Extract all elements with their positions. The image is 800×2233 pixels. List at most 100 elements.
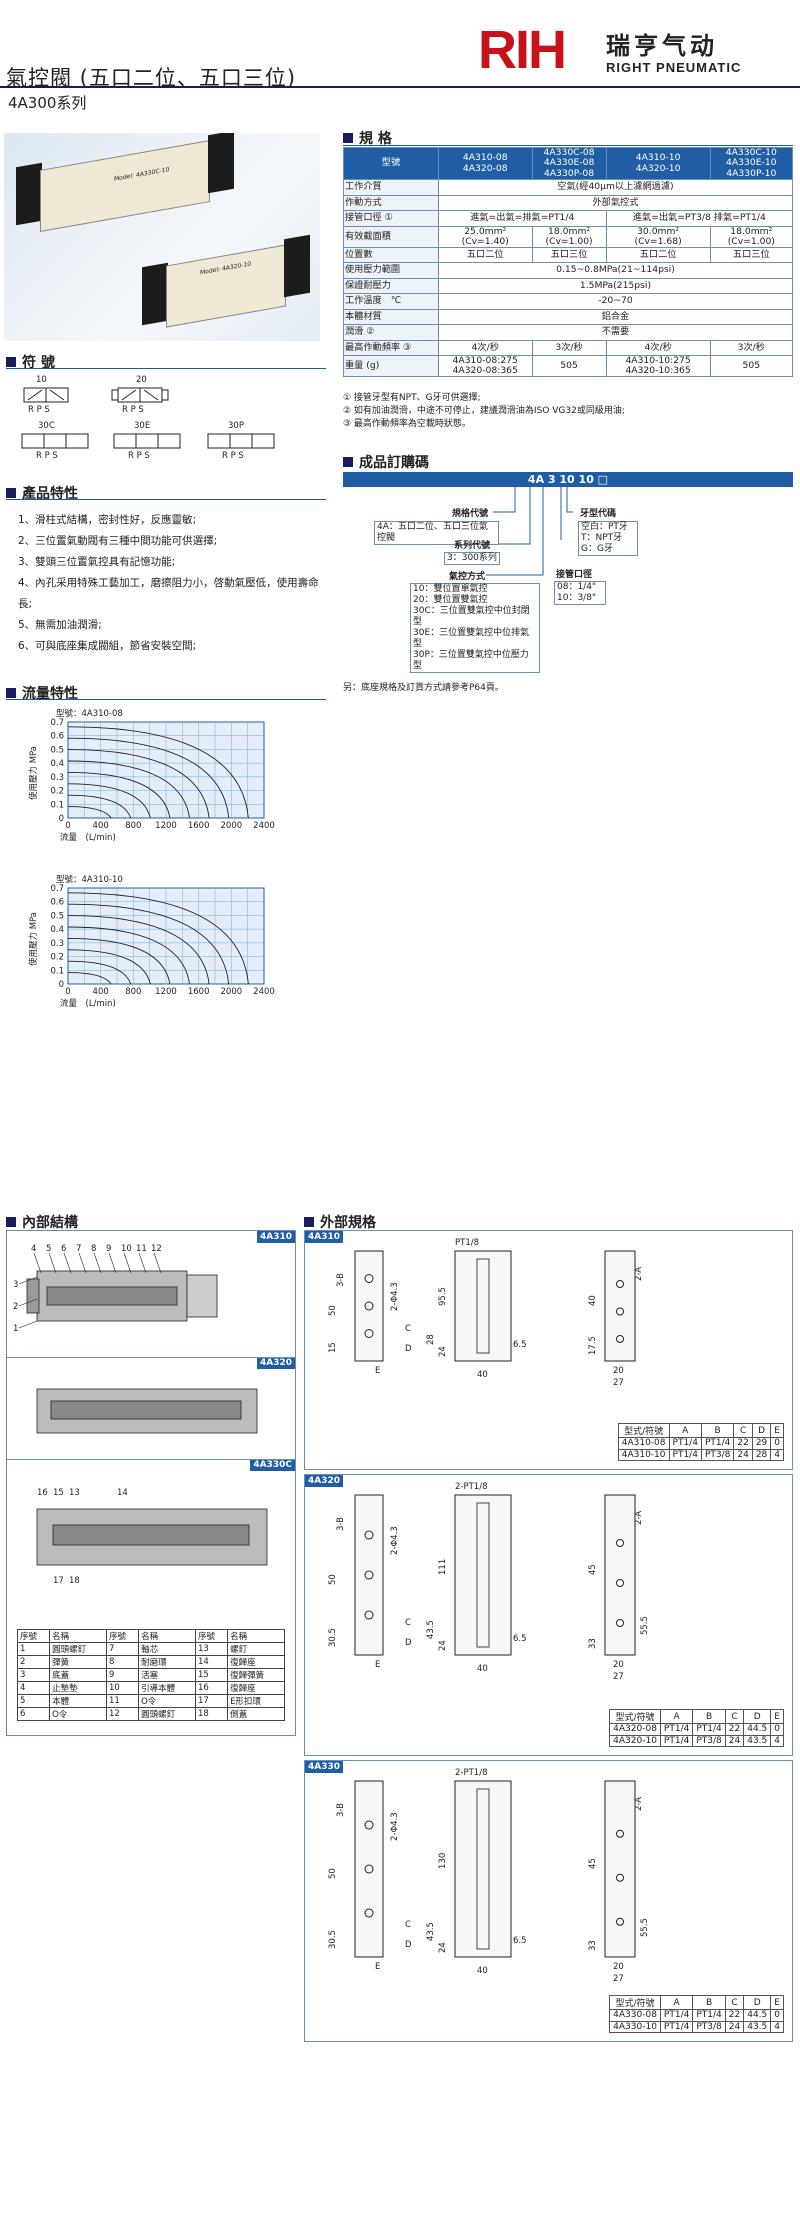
model-dim-cell: C	[733, 1423, 753, 1438]
end-view	[604, 1780, 636, 1958]
spec-note: ① 接管牙型有NPT、G牙可供選擇;	[343, 393, 481, 403]
x-axis-label: 流量 (L/min)	[60, 832, 116, 843]
x-tick-label: 0	[65, 987, 70, 997]
order-option: 08：1/4"	[557, 582, 597, 592]
model-dim-cell: C	[724, 1995, 745, 2010]
dim-h2: 50	[328, 1305, 338, 1316]
order-option: 3：300系列	[447, 553, 497, 563]
spec-cell: 3次/秒	[531, 339, 607, 357]
dim-b: 3-B	[336, 1803, 346, 1817]
svg-text:R P S: R P S	[36, 451, 58, 461]
parts-cell: 16	[194, 1681, 229, 1695]
parts-cell: 復歸座	[227, 1681, 285, 1695]
callout-number: 10	[121, 1244, 132, 1254]
flow-curve	[67, 972, 112, 985]
spec-cell: 1.5MPa(215psi)	[437, 277, 794, 295]
y-tick-label: 0.2	[50, 953, 64, 963]
order-option: 30P：三位置雙氣控中位壓力型	[413, 650, 529, 671]
spec-row-label: 潤滑 ②	[343, 324, 439, 341]
dim-f1: 15	[328, 1342, 338, 1353]
model-dim-cell: PT1/4	[659, 1734, 694, 1747]
callout-number: 3	[13, 1280, 18, 1290]
parts-cell: E形扣環	[227, 1694, 285, 1708]
y-tick-label: 0	[59, 814, 64, 824]
dim-e: E	[375, 1660, 380, 1670]
feature-item: 2、三位置氣動閥有三種中間功能可供選擇;	[18, 535, 218, 547]
dim-f5: 55.5	[640, 1616, 650, 1635]
y-tick-label: 0.3	[50, 773, 64, 783]
model-dim-cell: 22	[724, 2009, 745, 2022]
dim-h1: 95.5	[438, 1287, 448, 1306]
dim-d: D	[405, 1344, 412, 1354]
flow-curve	[67, 915, 210, 985]
model-dim-cell: A	[659, 1995, 694, 2010]
front-view	[454, 1494, 512, 1656]
svg-text:R P S: R P S	[222, 451, 244, 461]
model-dim-cell: 22	[733, 1437, 753, 1450]
dim-f2: 33	[588, 1940, 598, 1951]
spec-cell: 空氣(經40μm以上濾網過濾)	[437, 179, 794, 196]
spec-header-cell: 型號	[343, 147, 439, 180]
model-dim-cell: E	[770, 1995, 784, 2010]
parts-cell: 7	[105, 1642, 140, 1656]
model-dim-cell: 24	[724, 2020, 745, 2033]
feature-item: 6、可與底座集成閥組，節省安裝空間;	[18, 640, 197, 652]
model-dim-cell: A	[659, 1709, 694, 1724]
dim-d1: 6.5	[513, 1634, 527, 1644]
dim-w: 40	[477, 1966, 488, 1976]
parts-cell: 耐磨環	[138, 1655, 196, 1669]
model-dim-cell: 28	[751, 1448, 772, 1461]
spec-cell: 五口二位	[605, 246, 711, 264]
port-circle	[364, 1274, 374, 1283]
flow-curve	[67, 937, 171, 985]
parts-cell: 側蓋	[227, 1707, 285, 1721]
dim-c: C	[405, 1324, 411, 1334]
spec-row-label: 重量 (g)	[343, 355, 439, 378]
y-tick-label: 0	[59, 980, 64, 990]
spec-cell: 五口三位	[709, 246, 794, 264]
dim-b: 3-B	[336, 1517, 346, 1531]
dim-e: E	[375, 1366, 380, 1376]
y-tick-label: 0.3	[50, 939, 64, 949]
parts-cell: 圓頭螺釘	[49, 1642, 107, 1656]
model-dim-cell: 4	[770, 1448, 784, 1461]
spec-cell: 外部氣控式	[437, 194, 794, 211]
svg-text:R P S: R P S	[28, 405, 50, 415]
spec-row-label: 工作溫度 ℃	[343, 293, 439, 310]
parts-cell: 13	[194, 1642, 229, 1656]
parts-cell: 1	[16, 1642, 51, 1656]
brand-logo: RIH 瑞亨气动 RIGHT PNEUMATIC	[478, 20, 794, 80]
dim-f4: 28	[426, 1334, 436, 1345]
header-rule	[0, 86, 800, 88]
spec-cell: 五口三位	[531, 246, 607, 264]
model-dim-cell: PT3/8	[692, 2020, 726, 2033]
svg-text:10: 10	[36, 375, 47, 385]
model-dim-cell: 4A310-08	[617, 1437, 670, 1450]
dim-d: D	[405, 1638, 412, 1648]
end-port	[616, 1917, 624, 1926]
parts-cell: 本體	[49, 1694, 107, 1708]
parts-header-cell: 名稱	[227, 1629, 285, 1643]
dim-d1: 6.5	[513, 1936, 527, 1946]
end-port	[616, 1579, 624, 1587]
end-port	[616, 1539, 624, 1547]
pt-label: 2-PT1/8	[455, 1482, 487, 1492]
flow-curve	[67, 903, 230, 985]
parts-cell: 圓頭螺釘	[138, 1707, 196, 1721]
parts-cell: 止墊墊	[49, 1681, 107, 1695]
svg-text:R P S: R P S	[122, 405, 144, 415]
parts-cell: 螺釘	[227, 1642, 285, 1656]
callout-number: 13	[69, 1488, 80, 1498]
dim-phi: 2-Φ4.3	[390, 1526, 400, 1555]
